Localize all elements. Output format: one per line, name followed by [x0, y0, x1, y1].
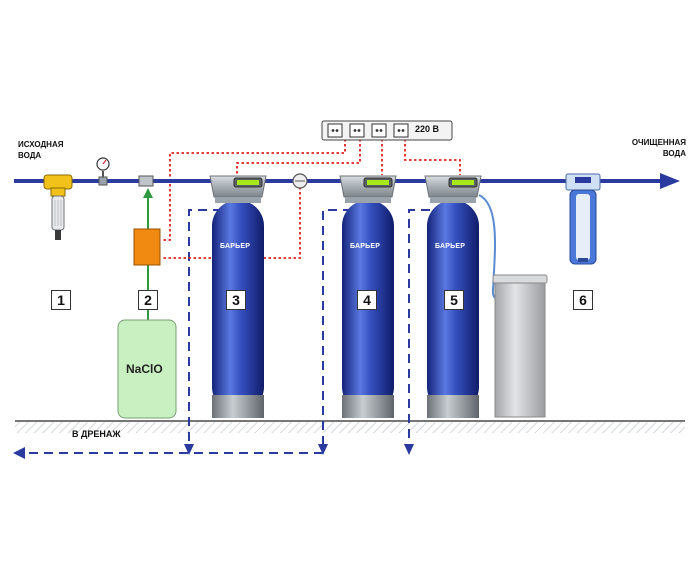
item-number-1: 1 — [51, 290, 71, 310]
reagent-label: NaClO — [126, 362, 163, 376]
power-label: 220 В — [415, 124, 440, 134]
clean-water-line-1: ОЧИЩЕННАЯ — [631, 138, 686, 147]
clean-water-line-2: ВОДА — [662, 149, 686, 158]
brand-label-3: БАРЬЕР — [220, 243, 251, 250]
drain-arrow-down-5 — [404, 444, 414, 455]
pressure-gauge — [96, 157, 110, 186]
drain-label: В ДРЕНАЖ — [72, 429, 121, 439]
item-number-5: 5 — [444, 290, 464, 310]
floor-hatch — [15, 421, 685, 433]
item-number-2: 2 — [138, 290, 158, 310]
outflow-arrow — [660, 173, 680, 189]
mechanical-filter-1 — [43, 174, 73, 240]
item-number-3: 3 — [226, 290, 246, 310]
drain-arrow-down-4 — [318, 444, 328, 455]
power-sockets — [327, 123, 409, 138]
item-number-4: 4 — [357, 290, 377, 310]
reagent-tank — [117, 319, 177, 419]
control-wires — [162, 139, 461, 259]
source-water-label: ИСХОДНАЯ ВОДА — [18, 139, 63, 161]
drain-arrow-down-3 — [184, 444, 194, 455]
clean-water-label: ОЧИЩЕННАЯ ВОДА — [612, 137, 686, 159]
source-water-line-2: ВОДА — [18, 151, 42, 160]
brand-label-4: БАРЬЕР — [350, 243, 381, 250]
brand-label-5: БАРЬЕР — [435, 243, 466, 250]
reagent-arrow — [143, 188, 153, 198]
brine-tank — [492, 274, 548, 418]
cartridge-filter-6 — [565, 173, 601, 265]
dosing-pump-2 — [133, 228, 161, 266]
injection-fitting — [138, 175, 154, 187]
source-water-line-1: ИСХОДНАЯ — [18, 140, 64, 149]
item-number-6: 6 — [573, 290, 593, 310]
drain-arrow-left — [13, 447, 25, 459]
